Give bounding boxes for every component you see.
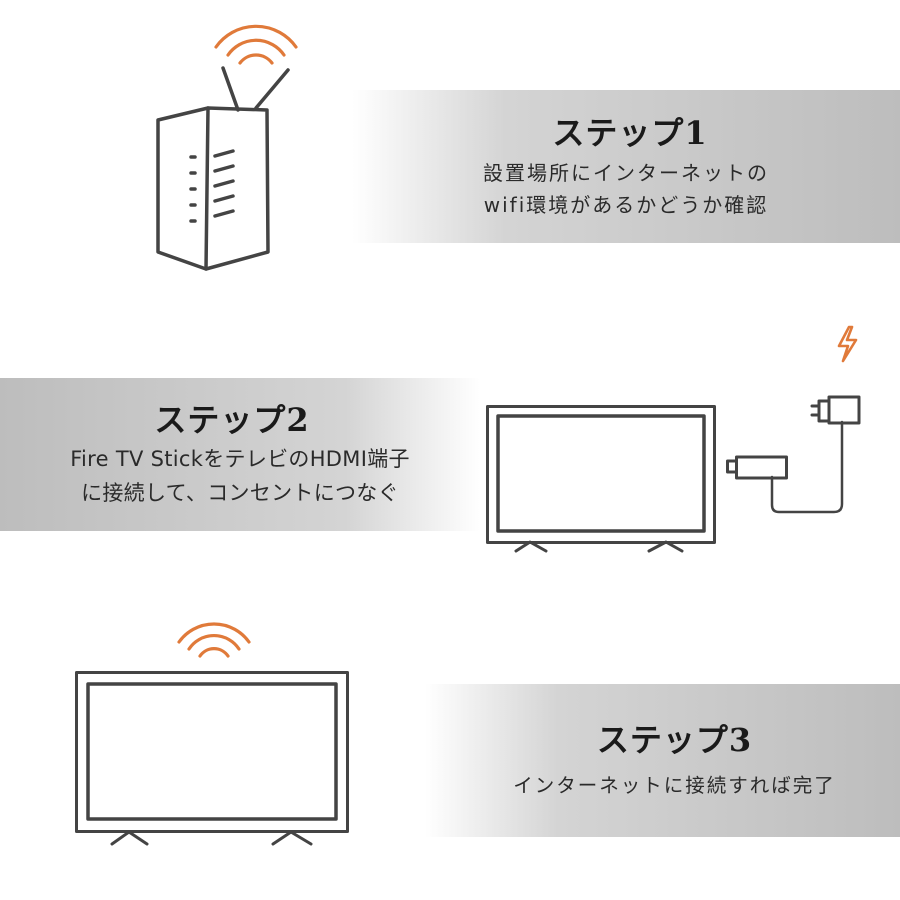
step2-title: ステップ2 [154, 400, 310, 439]
router-icon [150, 62, 290, 274]
lightning-icon [834, 325, 860, 363]
step3-title: ステップ3 [596, 720, 753, 759]
fire-tv-stick-icon [726, 455, 788, 481]
step2-panel: ステップ2 Fire TV StickをテレビのHDMI端子 に接続して、コンセ… [0, 378, 480, 531]
step3-wifi-icon [176, 614, 252, 658]
power-adapter-icon [810, 395, 862, 427]
step3-tv-icon [75, 671, 351, 849]
step1-panel: ステップ1 設置場所にインターネットの wifi環境があるかどうか確認 [352, 90, 900, 243]
power-cable [760, 420, 860, 520]
step1-wifi-icon [213, 14, 299, 65]
step3-desc-line1: インターネットに接続すれば完了 [513, 773, 836, 797]
step1-desc-line1: 設置場所にインターネットの [483, 160, 769, 185]
step2-tv-icon [486, 405, 718, 555]
step1-title: ステップ1 [552, 113, 708, 152]
step2-desc-line1: Fire TV StickをテレビのHDMI端子 [70, 446, 410, 471]
step2-desc-line2: に接続して、コンセントにつなぐ [81, 480, 399, 505]
step3-panel: ステップ3 インターネットに接続すれば完了 [425, 684, 900, 837]
step1-desc-line2: wifi環境があるかどうか確認 [483, 192, 769, 217]
